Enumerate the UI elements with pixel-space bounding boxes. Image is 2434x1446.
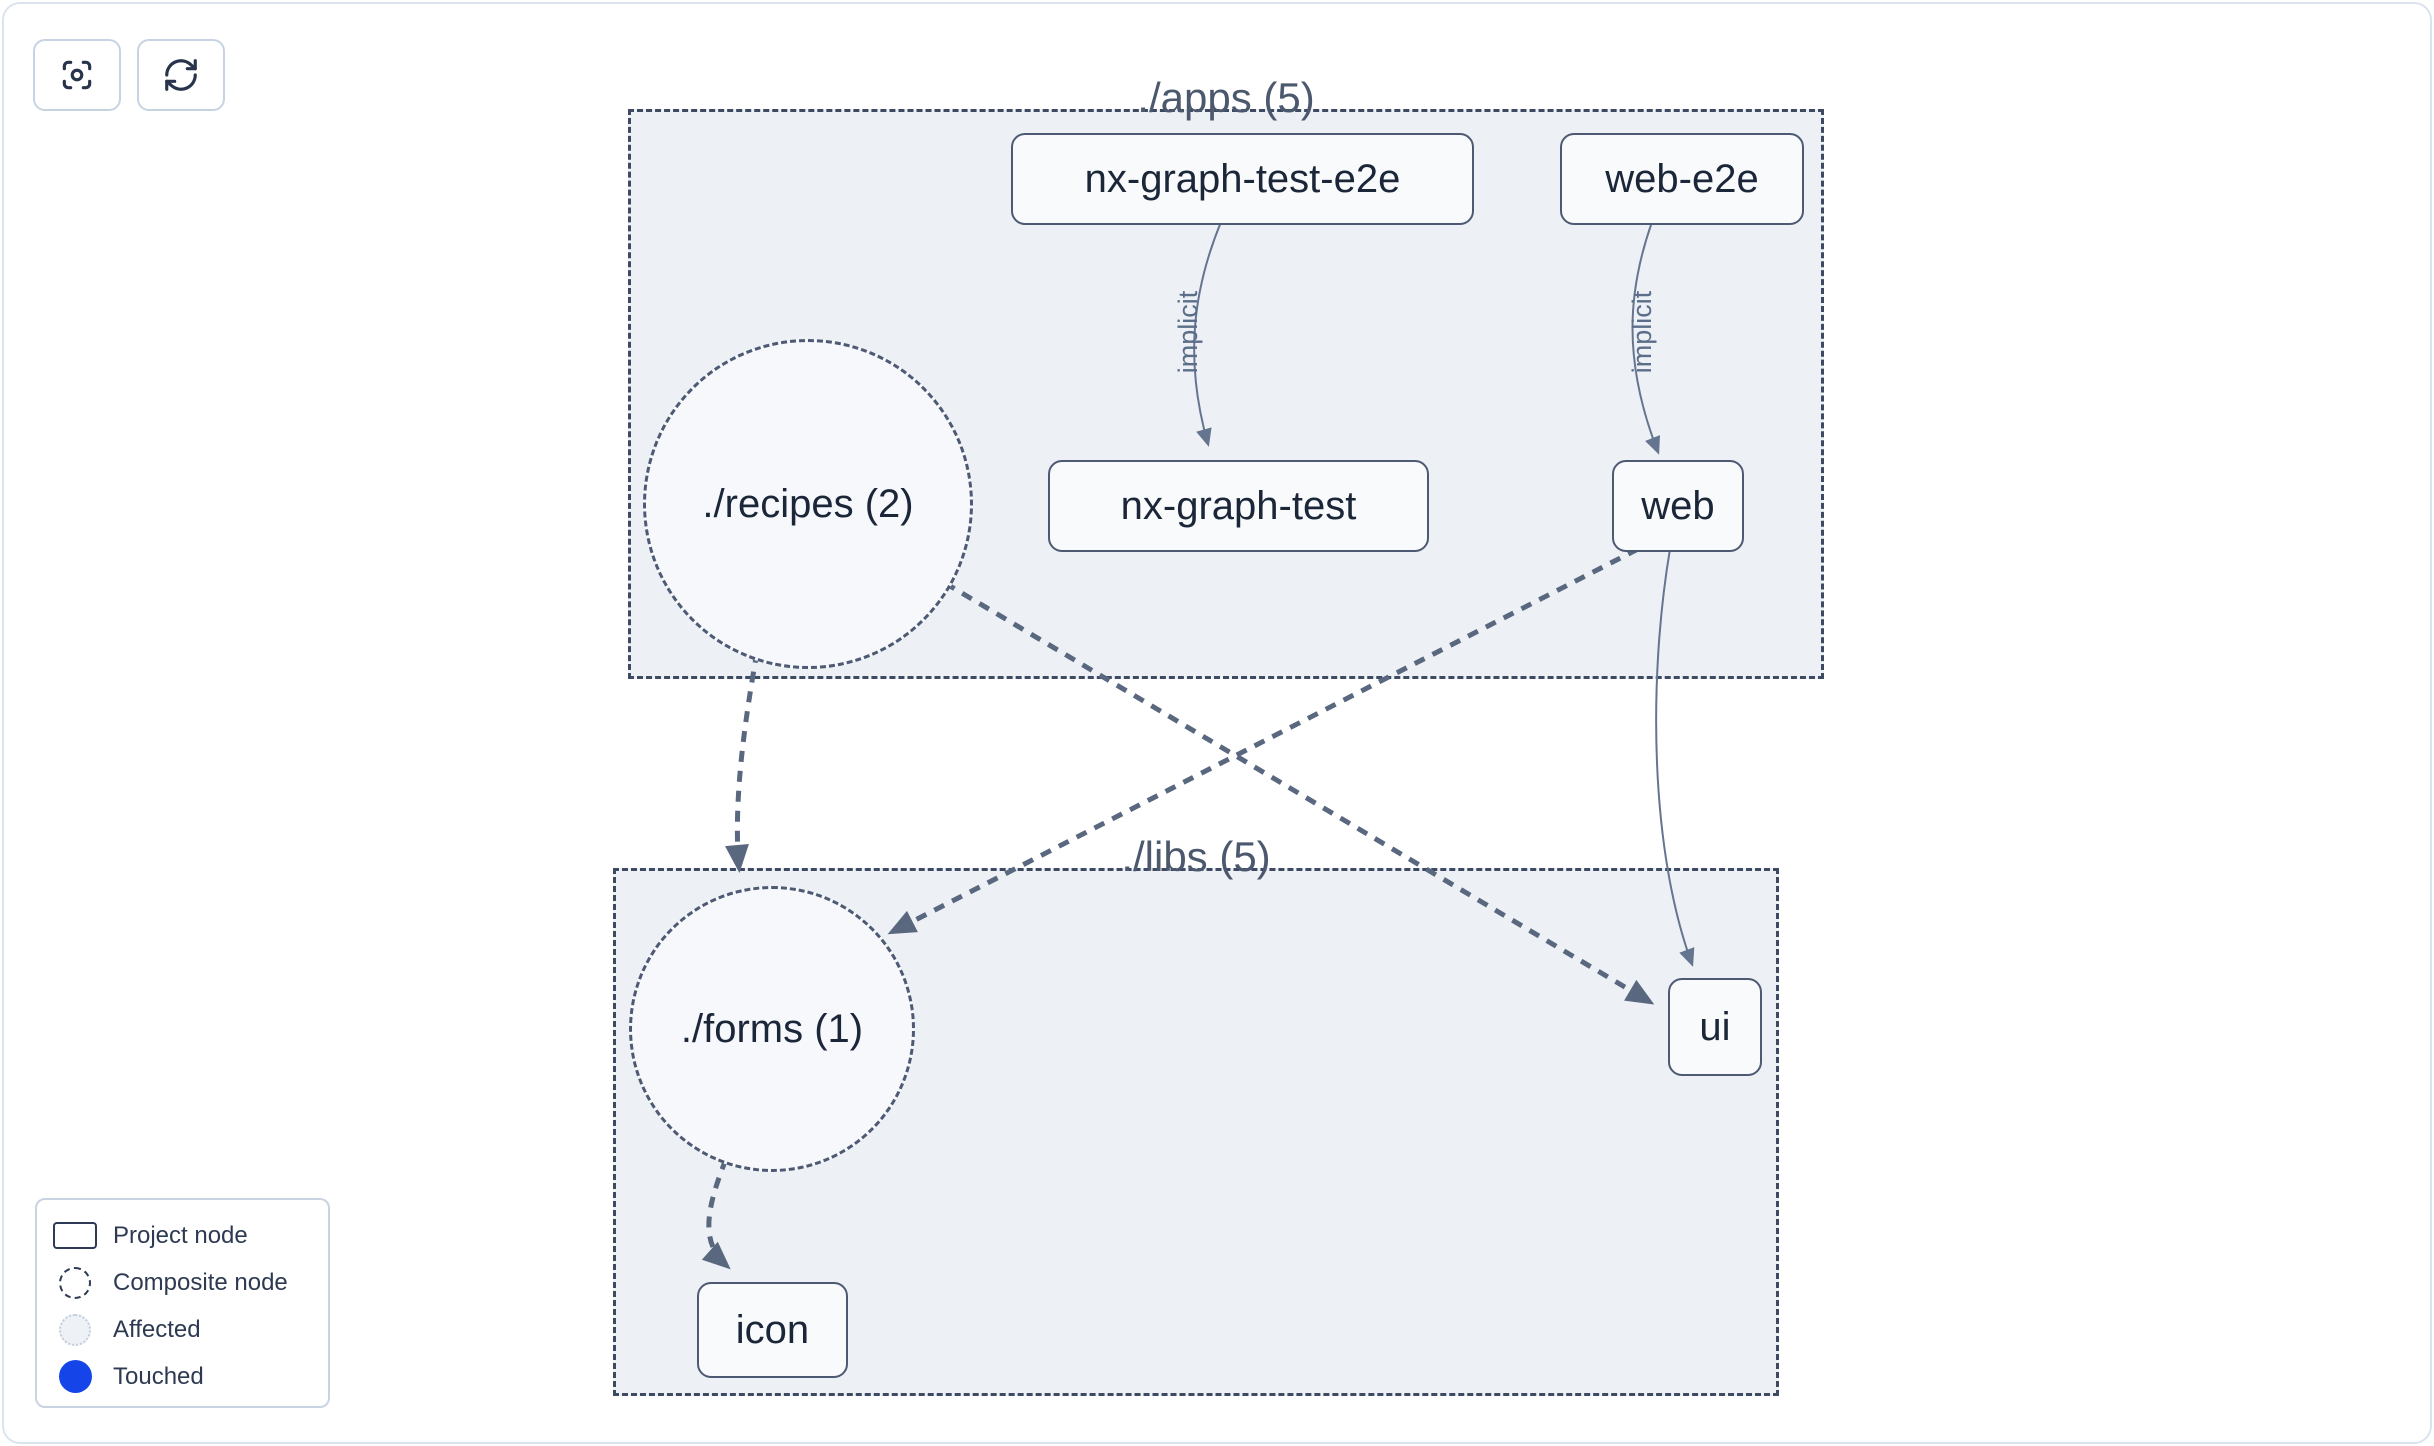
node-icon[interactable]: icon: [697, 1282, 848, 1378]
legend-label: Touched: [113, 1362, 204, 1390]
legend-item-affected: Affected: [37, 1306, 328, 1353]
node-web[interactable]: web: [1612, 460, 1744, 552]
legend: Project node Composite node Affected Tou…: [35, 1198, 330, 1408]
legend-label: Composite node: [113, 1268, 288, 1296]
node-recipes-label: ./recipes (2): [702, 481, 914, 526]
crosshair-focus-icon: [62, 60, 92, 90]
edge-nx-graph-test-e2e-to-nx-graph-test: [1193, 221, 1222, 447]
project-node-swatch: [37, 1222, 113, 1249]
graph-toolbar: [33, 39, 225, 111]
node-ui[interactable]: ui: [1668, 978, 1762, 1076]
node-web-e2e[interactable]: web-e2e: [1560, 133, 1804, 225]
node-icon-label: icon: [735, 1307, 810, 1352]
node-nx-graph-test-e2e[interactable]: nx-graph-test-e2e: [1011, 133, 1474, 225]
edge-recipes-to-ui: [943, 580, 1655, 1005]
node-forms-label: ./forms (1): [680, 1006, 864, 1051]
composite-node-swatch: [37, 1266, 113, 1299]
focus-button[interactable]: [33, 39, 121, 111]
node-web-label: web: [1641, 483, 1715, 528]
refresh-button[interactable]: [137, 39, 225, 111]
node-web-e2e-label: web-e2e: [1605, 156, 1759, 201]
refresh-icon: [165, 59, 197, 91]
edge-label-implicit-1: implicit: [1173, 290, 1203, 373]
group-apps-label: ./apps (5): [1137, 74, 1315, 121]
legend-item-composite-node: Composite node: [37, 1259, 328, 1306]
legend-label: Project node: [113, 1221, 248, 1249]
edge-web-to-ui: [1655, 548, 1695, 967]
node-ui-label: ui: [1699, 1004, 1731, 1049]
node-forms-composite[interactable]: ./forms (1): [629, 886, 915, 1172]
touched-swatch: [37, 1360, 113, 1393]
legend-item-project-node: Project node: [37, 1212, 328, 1259]
legend-item-touched: Touched: [37, 1353, 328, 1400]
node-nx-graph-test-label: nx-graph-test: [1120, 483, 1357, 528]
node-nx-graph-test[interactable]: nx-graph-test: [1048, 460, 1429, 552]
legend-label: Affected: [113, 1315, 201, 1343]
edge-label-implicit-2: implicit: [1627, 290, 1657, 373]
edge-web-to-forms: [887, 546, 1640, 935]
edge-forms-to-icon: [701, 1158, 731, 1270]
affected-swatch: [37, 1313, 113, 1346]
node-nx-graph-test-e2e-label: nx-graph-test-e2e: [1084, 156, 1401, 201]
group-libs-label: ./libs (5): [1121, 833, 1271, 880]
edge-recipes-to-forms: [725, 651, 760, 873]
node-recipes-composite[interactable]: ./recipes (2): [643, 339, 973, 669]
edge-web-e2e-to-web: [1631, 221, 1660, 455]
